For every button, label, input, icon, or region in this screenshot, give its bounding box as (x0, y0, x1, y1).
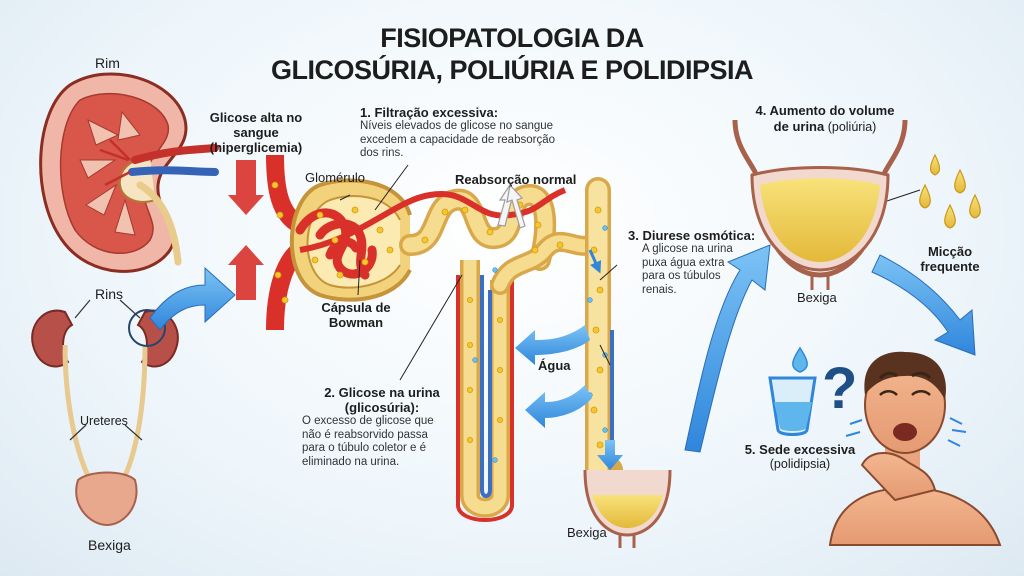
step-3-title: 3. Diurese osmótica: (628, 228, 756, 243)
label-agua: Água (538, 358, 571, 373)
label-reabsorcao-normal: Reabsorção normal (455, 172, 577, 187)
step-2-line-1: O excesso de glicose que (302, 415, 434, 427)
polidipsia-arrow (871, 254, 976, 356)
label-rins: Rins (95, 286, 124, 302)
step-3-line-1: A glicose na urina (642, 243, 733, 255)
kidney-cross-section (39, 72, 219, 273)
zoom-arrow (149, 266, 236, 331)
question-mark-icon: ? (822, 356, 857, 421)
glicose-alta-line-2: (hiperglicemia) (209, 140, 303, 155)
step-4-title-2: de urina (773, 119, 825, 134)
glucose-particles (271, 181, 604, 449)
urinary-system-overview (31, 299, 179, 527)
label-bexiga-center: Bexiga (567, 525, 607, 540)
step-1: 1. Filtração excessiva: Níveis elevados … (360, 105, 600, 161)
step-2: 2. Glicose na urina (glicosúria): O exce… (302, 385, 462, 469)
step-3-line-2: puxa água extra (642, 256, 725, 269)
step-3-line-4: renais. (642, 283, 677, 296)
step-5-title: 5. Sede excessiva (744, 442, 856, 457)
water-arrow-3 (597, 440, 623, 470)
water-particles (472, 225, 608, 463)
reabsorption-arrows (497, 183, 526, 229)
collecting-bladder (583, 469, 672, 548)
title-line-1: FISIOPATOLOGIA DA (380, 23, 644, 53)
step-1-line-2: excedem a capacidade de reabsorção (360, 133, 555, 146)
capsula-line-1: Cápsula de (321, 300, 391, 315)
label-bexiga-right: Bexiga (797, 290, 837, 305)
label-miccao-frequente: Micção frequente (910, 244, 990, 274)
step-4: 4. Aumento do volume de urina (poliúria) (740, 103, 910, 136)
water-arrow-1 (515, 325, 590, 365)
step-3-line-3: para os túbulos (642, 270, 721, 282)
urine-drops (919, 153, 981, 229)
bladder-large (732, 119, 908, 290)
step-2-line-4: eliminado na urina. (302, 455, 400, 468)
step-1-line-1: Níveis elevados de glicose no sangue (360, 120, 554, 132)
glicose-alta-line-1: Glicose alta no sangue (209, 110, 303, 140)
label-ureteres: Ureteres (80, 414, 128, 428)
label-glicose-alta: Glicose alta no sangue (hiperglicemia) (186, 110, 326, 155)
label-capsula-bowman: Cápsula de Bowman (316, 300, 396, 330)
step-1-title: 1. Filtração excessiva: (360, 105, 499, 120)
step-2-line-3: para o túbulo coletor e é (302, 442, 427, 454)
label-bexiga-left: Bexiga (88, 537, 131, 553)
poliuria-arrow (684, 244, 771, 453)
step-2-title-1: 2. Glicose na urina (324, 385, 440, 400)
step-3: 3. Diurese osmótica: A glicose na urina … (628, 228, 768, 297)
miccao-line-2: frequente (920, 259, 980, 274)
step-2-line-2: não é reabsorvido passa (302, 428, 428, 441)
step-1-line-3: dos rins. (360, 147, 404, 159)
capsula-line-2: Bowman (328, 315, 384, 330)
step-2-title-2: (glicosúria): (344, 400, 420, 415)
thirsty-man (828, 351, 1002, 546)
step-4-title-1: 4. Aumento do volume (755, 103, 895, 118)
label-glomerulo: Glomérulo (305, 170, 365, 185)
water-arrow-2 (525, 385, 592, 428)
water-glass-icon (768, 346, 817, 436)
step-4-suffix: (poliúria) (824, 120, 877, 134)
step-5: 5. Sede excessiva (polidipsia) (735, 442, 865, 471)
label-rim: Rim (95, 55, 120, 71)
miccao-line-1: Micção (927, 244, 973, 259)
title-line-2: GLICOSÚRIA, POLIÚRIA E POLIDIPSIA (270, 55, 754, 85)
step-5-subtitle: (polidipsia) (769, 457, 831, 471)
